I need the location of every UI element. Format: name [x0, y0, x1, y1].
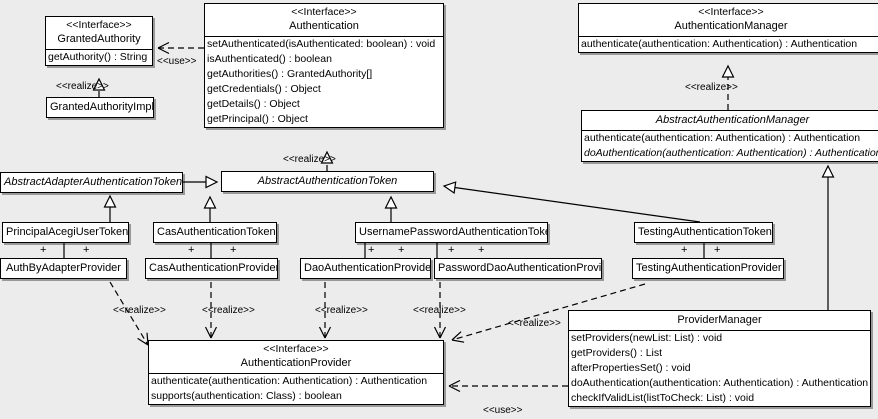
- class-name: AuthByAdapterProvider: [6, 262, 121, 274]
- class-dao-authentication-provider[interactable]: DaoAuthenticationProvider: [300, 258, 431, 279]
- operation: authenticate(authentication: Authenticat…: [584, 132, 861, 144]
- edge-label-realize-grantedauthorityimpl: <<realize>>: [56, 81, 109, 92]
- edge-label-realize-abstractauthenticationtoken: <<realize>>: [283, 154, 336, 165]
- assoc-plus-marker: +: [681, 244, 688, 256]
- operation: getAuthorities() : GrantedAuthority[]: [207, 68, 373, 80]
- class-name: TestingAuthenticationProvider: [636, 262, 782, 274]
- operation: afterPropertiesSet() : void: [571, 362, 691, 374]
- assoc-plus-marker: +: [368, 244, 375, 256]
- class-granted-authority-impl[interactable]: GrantedAuthorityImpl: [46, 97, 154, 118]
- operation: authenticate(authentication: Authenticat…: [151, 375, 428, 387]
- assoc-plus-marker: +: [478, 244, 485, 256]
- class-header: <<Interface>> GrantedAuthority: [46, 17, 152, 49]
- class-name: CasAuthenticationProvider: [149, 262, 278, 274]
- operation: getProviders() : List: [571, 347, 663, 359]
- edge-label-realize-authbyadapterprovider: <<realize>>: [113, 305, 166, 316]
- operation: getAuthority() : String: [48, 51, 148, 63]
- class-name: UsernamePasswordAuthenticationToken: [359, 226, 548, 238]
- class-username-password-authentication-token[interactable]: UsernamePasswordAuthenticationToken: [355, 222, 548, 243]
- operation: doAuthentication(authentication: Authent…: [584, 147, 878, 159]
- class-password-dao-authentication-provider[interactable]: PasswordDaoAuthenticationProvider: [434, 258, 602, 279]
- operations-compartment: setAuthenticated(isAuthenticated: boolea…: [205, 36, 443, 127]
- class-principal-acegi-user-token[interactable]: PrincipalAcegiUserToken: [2, 222, 129, 243]
- stereotype-label: <<Interface>>: [263, 343, 329, 355]
- class-name: AbstractAdapterAuthenticationToken: [4, 176, 183, 188]
- class-header: <<Interface>> Authentication: [205, 4, 443, 36]
- class-abstract-adapter-authentication-token[interactable]: AbstractAdapterAuthenticationToken: [0, 172, 183, 193]
- assoc-plus-marker: +: [188, 244, 195, 256]
- operation: checkIfValidList(listToCheck: List) : vo…: [571, 392, 755, 404]
- operation: getCredentials() : Object: [207, 83, 321, 95]
- operation: getPrincipal() : Object: [207, 113, 308, 125]
- edge-label-realize-daoauthenticationprovider: <<realize>>: [315, 305, 368, 316]
- class-cas-authentication-provider[interactable]: CasAuthenticationProvider: [145, 258, 278, 279]
- operations-compartment: authenticate(authentication: Authenticat…: [582, 130, 878, 161]
- edge-label-use-grantedauthority: <<use>>: [157, 56, 197, 67]
- operation: setProviders(newList: List) : void: [571, 332, 723, 344]
- operations-compartment: authenticate(authentication: Authenticat…: [579, 36, 878, 52]
- class-name: Authentication: [289, 20, 359, 32]
- stereotype-label: <<Interface>>: [66, 19, 132, 31]
- class-cas-authentication-token[interactable]: CasAuthenticationToken: [153, 222, 277, 243]
- edge-label-realize-testingauthenticationprovider: <<realize>>: [508, 318, 561, 329]
- operation: supports(authentication: Class) : boolea…: [151, 390, 342, 402]
- operation: getDetails() : Object: [207, 98, 300, 110]
- operation: isAuthenticated() : boolean: [207, 53, 332, 65]
- class-name: AbstractAuthenticationManager: [655, 114, 810, 126]
- edge-label-use-providermanager: <<use>>: [483, 405, 523, 416]
- assoc-plus-marker: +: [448, 244, 455, 256]
- class-provider-manager[interactable]: ProviderManager setProviders(newList: Li…: [568, 310, 871, 407]
- class-authentication-manager[interactable]: <<Interface>> AuthenticationManager auth…: [578, 3, 878, 53]
- class-abstract-authentication-manager[interactable]: AbstractAuthenticationManager authentica…: [581, 110, 878, 162]
- edge-label-realize-casauthenticationprovider: <<realize>>: [202, 305, 255, 316]
- class-name: CasAuthenticationToken: [157, 226, 276, 238]
- class-name: GrantedAuthorityImpl: [50, 101, 154, 113]
- class-name: ProviderManager: [677, 314, 762, 326]
- operation: doAuthentication(authentication: Authent…: [571, 377, 869, 389]
- stereotype-label: <<Interface>>: [698, 6, 764, 18]
- assoc-plus-marker: +: [83, 244, 90, 256]
- class-header: <<Interface>> AuthenticationProvider: [149, 341, 443, 373]
- class-granted-authority[interactable]: <<Interface>> GrantedAuthority getAuthor…: [45, 16, 153, 66]
- assoc-plus-marker: +: [230, 244, 237, 256]
- edge-label-realize-abstractauthenticationmanager: <<realize>>: [685, 82, 738, 93]
- class-testing-authentication-token[interactable]: TestingAuthenticationToken: [634, 222, 773, 243]
- class-name: AuthenticationManager: [674, 20, 788, 32]
- class-authentication[interactable]: <<Interface>> Authentication setAuthenti…: [204, 3, 444, 128]
- class-name: AuthenticationProvider: [240, 357, 352, 369]
- class-name: TestingAuthenticationToken: [638, 226, 772, 238]
- assoc-plus-marker: +: [714, 244, 721, 256]
- operation: setAuthenticated(isAuthenticated: boolea…: [207, 38, 436, 50]
- class-name: GrantedAuthority: [57, 33, 141, 45]
- class-name: DaoAuthenticationProvider: [304, 262, 431, 274]
- edge-label-realize-passworddaoauthenticationprovider: <<realize>>: [413, 305, 466, 316]
- class-auth-by-adapter-provider[interactable]: AuthByAdapterProvider: [0, 258, 127, 279]
- class-header: ProviderManager: [569, 311, 870, 330]
- class-name: PrincipalAcegiUserToken: [6, 226, 129, 238]
- edge-generalize-testingauthenticationtoken: [442, 181, 701, 223]
- assoc-plus-marker: +: [398, 244, 405, 256]
- class-header: <<Interface>> AuthenticationManager: [579, 4, 878, 36]
- class-abstract-authentication-token[interactable]: AbstractAuthenticationToken: [221, 171, 434, 192]
- class-authentication-provider[interactable]: <<Interface>> AuthenticationProvider aut…: [148, 340, 444, 405]
- operations-compartment: authenticate(authentication: Authenticat…: [149, 373, 443, 404]
- operations-compartment: setProviders(newList: List) : void getPr…: [569, 330, 870, 406]
- operation: authenticate(authentication: Authenticat…: [581, 38, 858, 50]
- operations-compartment: getAuthority() : String: [46, 49, 152, 65]
- class-testing-authentication-provider[interactable]: TestingAuthenticationProvider: [632, 258, 784, 279]
- class-header: AbstractAuthenticationManager: [582, 111, 878, 130]
- class-name: AbstractAuthenticationToken: [257, 175, 398, 187]
- assoc-plus-marker: +: [40, 244, 47, 256]
- class-name: PasswordDaoAuthenticationProvider: [438, 262, 602, 274]
- stereotype-label: <<Interface>>: [291, 6, 357, 18]
